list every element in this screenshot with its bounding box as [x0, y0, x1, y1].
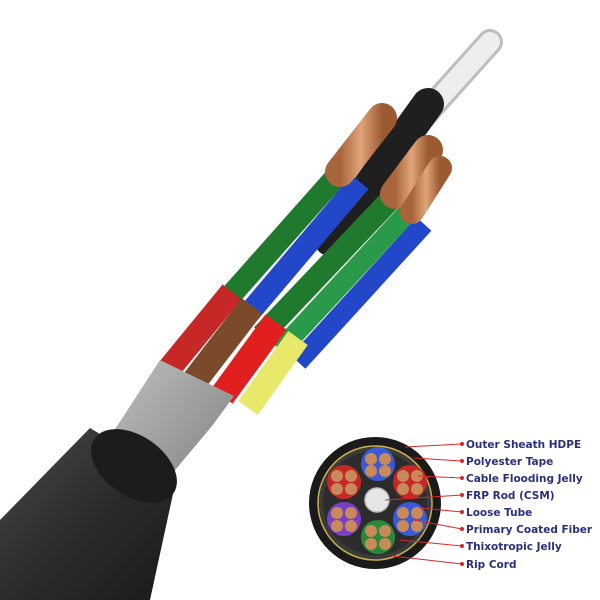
- label-frp-rod: FRP Rod (CSM): [466, 490, 555, 502]
- label-thixotropic-jelly: Thixotropic Jelly: [466, 541, 562, 553]
- tube-top: [361, 447, 395, 481]
- tube-upper-right: [393, 465, 427, 499]
- copper-strands: [325, 103, 452, 224]
- tube-bottom: [361, 520, 395, 554]
- label-primary-coated-fiber: Primary Coated Fiber: [466, 524, 593, 536]
- label-polyester-tape: Polyester Tape: [466, 456, 553, 468]
- labels: Outer Sheath HDPE Polyester Tape Cable F…: [466, 439, 593, 571]
- tube-lower-left: [327, 502, 361, 536]
- label-cable-flooding-jelly: Cable Flooding Jelly: [466, 473, 583, 485]
- label-outer-sheath: Outer Sheath HDPE: [466, 439, 581, 451]
- tube-upper-left: [327, 465, 361, 499]
- label-loose-tube: Loose Tube: [466, 507, 532, 519]
- cross-section: [309, 437, 441, 569]
- inner-jackets: [158, 284, 308, 415]
- tube-lower-right: [393, 502, 427, 536]
- rod-sheath: [314, 88, 444, 256]
- leader-lines: [384, 441, 465, 567]
- label-rip-cord: Rip Cord: [466, 559, 516, 571]
- outer-sheath: [0, 428, 177, 600]
